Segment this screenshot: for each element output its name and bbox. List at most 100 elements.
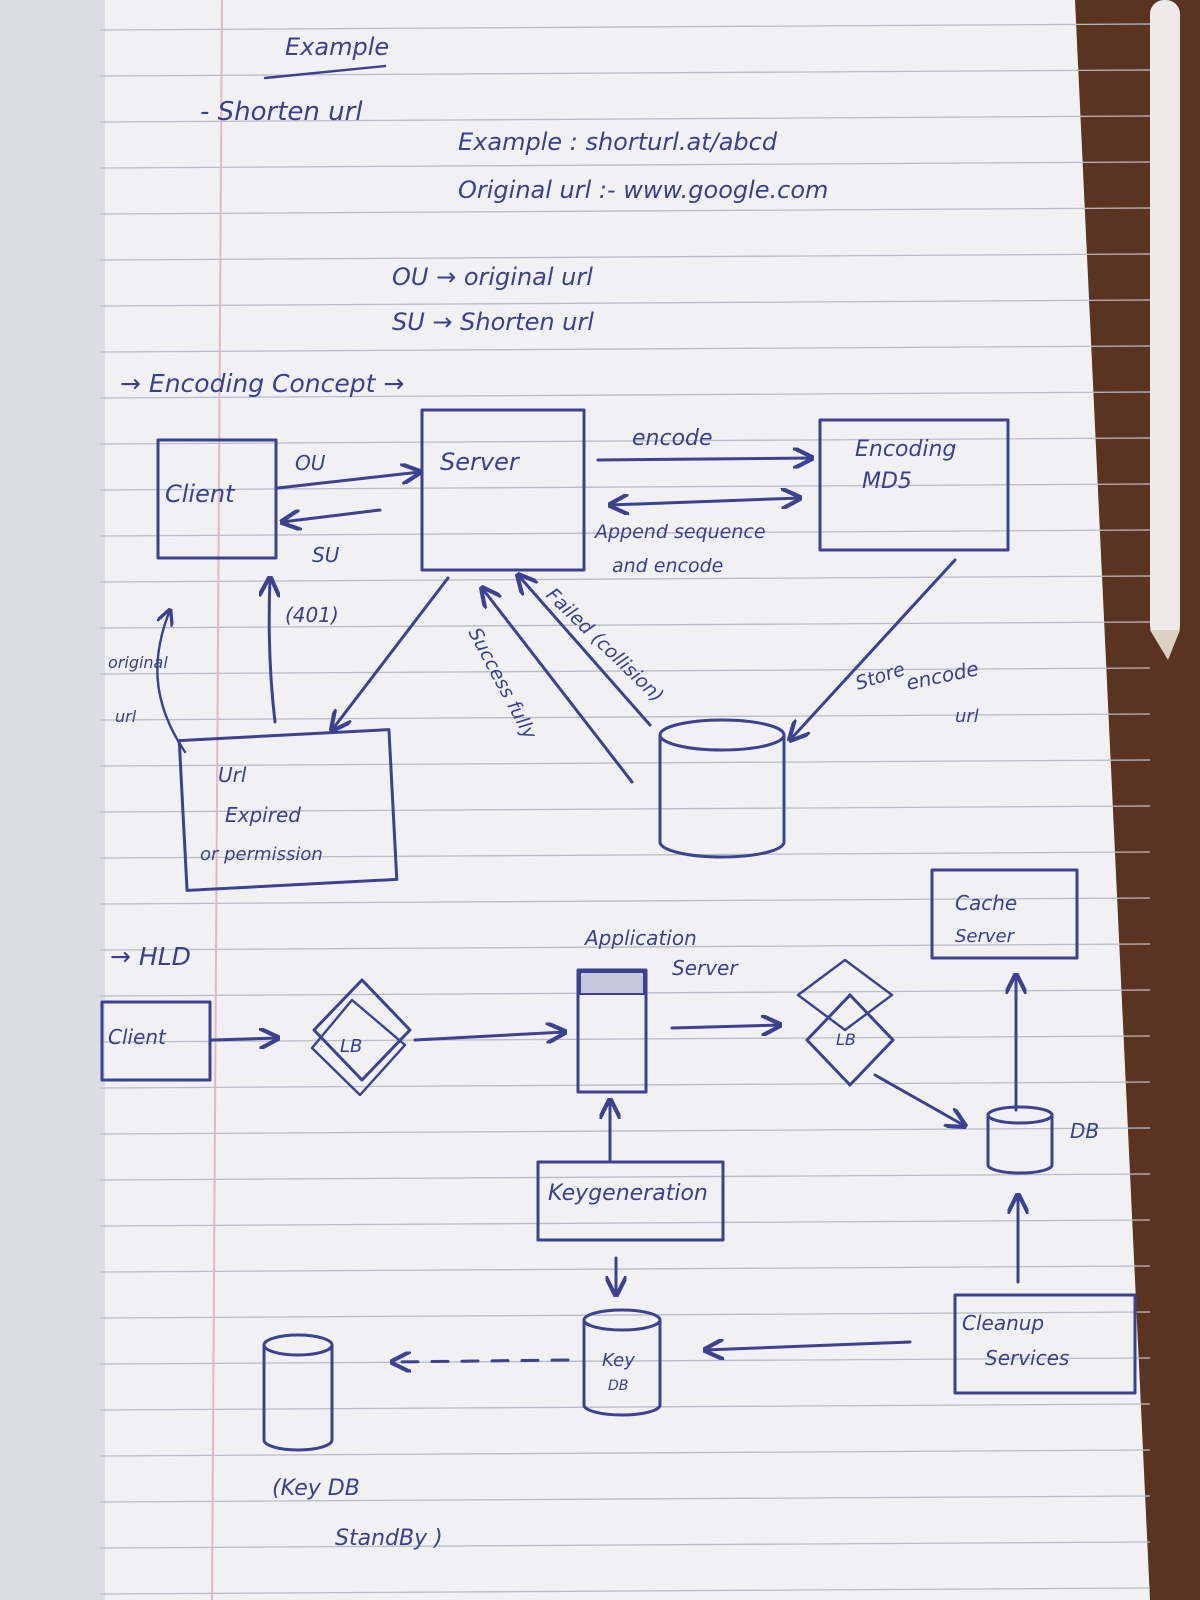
ruled-line (99, 1173, 1151, 1181)
arrow-store-encode (790, 558, 957, 740)
encoding-label: Encoding (855, 437, 956, 462)
code-401-label: (401) (285, 603, 339, 627)
pen-icon (1150, 0, 1180, 640)
ruled-line (99, 69, 1151, 77)
hld-db-icon (986, 1105, 1054, 1175)
hld-client-box (100, 1000, 212, 1082)
ruled-line (99, 1357, 1151, 1365)
app-server-label-2: Server (672, 956, 739, 980)
ruled-line (99, 1495, 1151, 1503)
cleanup-label-1: Cleanup (962, 1311, 1044, 1335)
ruled-line (99, 1311, 1151, 1319)
topic-text: - Shorten url (200, 97, 363, 127)
original-url-line: Original url :- www.google.com (458, 176, 828, 204)
app-server-rack-icon (579, 971, 645, 995)
append-label-line1: Append sequence (593, 521, 766, 543)
arrow-original-url (156, 610, 187, 754)
encoding-db-icon (658, 718, 786, 859)
heading-text: Example (285, 33, 389, 61)
client-label: Client (165, 480, 236, 508)
standby-label-2: StandBy ) (335, 1526, 443, 1551)
arrow-server-to-client (282, 508, 382, 522)
ruled-line (99, 391, 1151, 399)
append-label-line2: and encode (612, 555, 723, 577)
ruled-line (99, 207, 1151, 215)
hld-diagram: → HLD Client LB Application Server LB Ca… (100, 868, 1137, 1551)
ruled-line (99, 805, 1151, 813)
encoding-section-title: → Encoding Concept → (120, 369, 404, 398)
hld-client-label: Client (108, 1025, 167, 1049)
ruled-line (99, 1127, 1151, 1135)
arrow-success (482, 588, 634, 784)
hld-section-title: → HLD (110, 942, 191, 971)
ruled-line (99, 1265, 1151, 1273)
ruled-line (99, 23, 1151, 31)
ruled-line (99, 667, 1151, 675)
ruled-line (99, 897, 1151, 905)
ruled-line (99, 115, 1151, 123)
ruled-line (99, 851, 1151, 859)
ruled-line (99, 253, 1151, 261)
store-label-line3: url (955, 706, 979, 727)
su-label: SU (312, 543, 340, 567)
arrow-keydb-to-standby (392, 1360, 570, 1362)
ruled-line (99, 943, 1151, 951)
ruled-line (99, 1219, 1151, 1227)
ruled-line (99, 759, 1151, 767)
margin-line (211, 0, 223, 1600)
ruled-line (99, 1587, 1151, 1595)
arrow-client-to-server (276, 472, 420, 490)
ou-label: OU (295, 451, 326, 475)
md5-label: MD5 (862, 469, 912, 494)
ruled-line (99, 621, 1151, 629)
ruled-line (99, 345, 1151, 353)
arrow-append-sequence (610, 498, 800, 505)
header-notes: Example - Shorten url Example : shorturl… (200, 33, 828, 336)
abbrev-su: SU → Shorten url (392, 308, 594, 336)
left-page-edge (0, 0, 105, 1600)
ruled-lines (99, 23, 1151, 1595)
arrow-401 (269, 578, 275, 724)
notebook-page (0, 0, 1150, 1600)
ruled-line (99, 1403, 1151, 1411)
cache-server-box (930, 868, 1079, 960)
pen-tip-icon (1150, 630, 1180, 660)
key-db-icon (582, 1308, 662, 1417)
url-box-line1: Url (218, 763, 247, 787)
standby-db-icon (262, 1333, 334, 1452)
arrow-app-to-lb (670, 1025, 780, 1028)
key-generation-label: Keygeneration (548, 1181, 708, 1206)
ruled-line (99, 299, 1151, 307)
key-db-label-2: DB (608, 1378, 628, 1394)
server-box (420, 408, 586, 572)
arrow-server-to-url-box (332, 576, 450, 730)
server-label: Server (440, 448, 521, 476)
db-label: DB (1070, 1119, 1099, 1143)
ruled-line (99, 1449, 1151, 1457)
ruled-line (99, 1081, 1151, 1089)
arrow-lb-to-app (413, 1032, 565, 1040)
arrow-cleanup-to-keydb (705, 1342, 912, 1350)
url-expired-box (177, 728, 399, 892)
arrow-lb-to-db (873, 1073, 965, 1126)
lb-right-label: LB (836, 1030, 856, 1049)
cache-server-label-1: Cache (955, 891, 1017, 915)
original-url-label-1: original (108, 653, 168, 672)
arrow-encode (596, 458, 812, 460)
key-generation-box (536, 1160, 725, 1242)
standby-label-1: (Key DB (272, 1476, 360, 1501)
original-url-label-2: url (115, 707, 137, 726)
lb-left-icon (310, 978, 412, 1097)
url-box-line3: or permission (200, 844, 323, 865)
ruled-line (99, 161, 1151, 169)
cleanup-label-2: Services (985, 1346, 1069, 1370)
arrow-client-to-lb (210, 1038, 278, 1040)
lb-left-label: LB (340, 1036, 362, 1057)
app-server-label-1: Application (583, 926, 697, 950)
app-server-box (576, 968, 648, 1094)
cache-server-label-2: Server (955, 926, 1016, 947)
lb-right-icon (796, 958, 895, 1087)
client-box (156, 438, 278, 560)
abbrev-ou: OU → original url (392, 263, 593, 291)
